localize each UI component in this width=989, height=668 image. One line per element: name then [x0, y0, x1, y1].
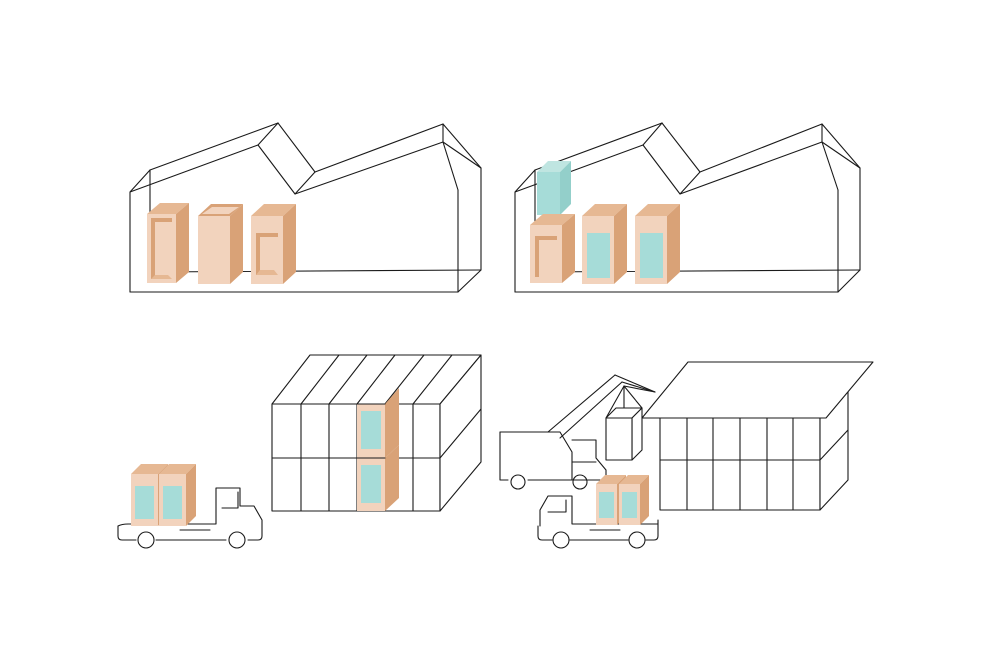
covered-building — [641, 361, 874, 511]
module-glazed-1 — [582, 204, 627, 284]
module-frame-open-1 — [147, 203, 189, 283]
truck-module-4 — [619, 475, 649, 525]
panel-factory-glazing — [514, 122, 861, 293]
glazing-unit-floating — [537, 161, 571, 215]
panel-crane-lift — [499, 361, 874, 549]
panel-factory-frames — [129, 122, 482, 293]
lifted-module-outline — [605, 385, 643, 461]
installed-module-upper — [356, 388, 399, 458]
installed-module-lower — [356, 445, 399, 511]
truck-module-2 — [159, 464, 196, 526]
module-frame-open-3 — [251, 204, 296, 284]
module-frame-open-2 — [198, 204, 243, 284]
module-frame-open-4 — [530, 214, 575, 283]
module-glazed-2 — [635, 204, 680, 284]
panel-truck-delivery — [117, 354, 482, 549]
factory-building-outline — [129, 122, 482, 293]
stacked-building-grid — [271, 354, 482, 512]
crane-truck — [499, 374, 656, 490]
flatbed-truck-1 — [117, 487, 263, 549]
flatbed-truck-2 — [537, 495, 659, 549]
